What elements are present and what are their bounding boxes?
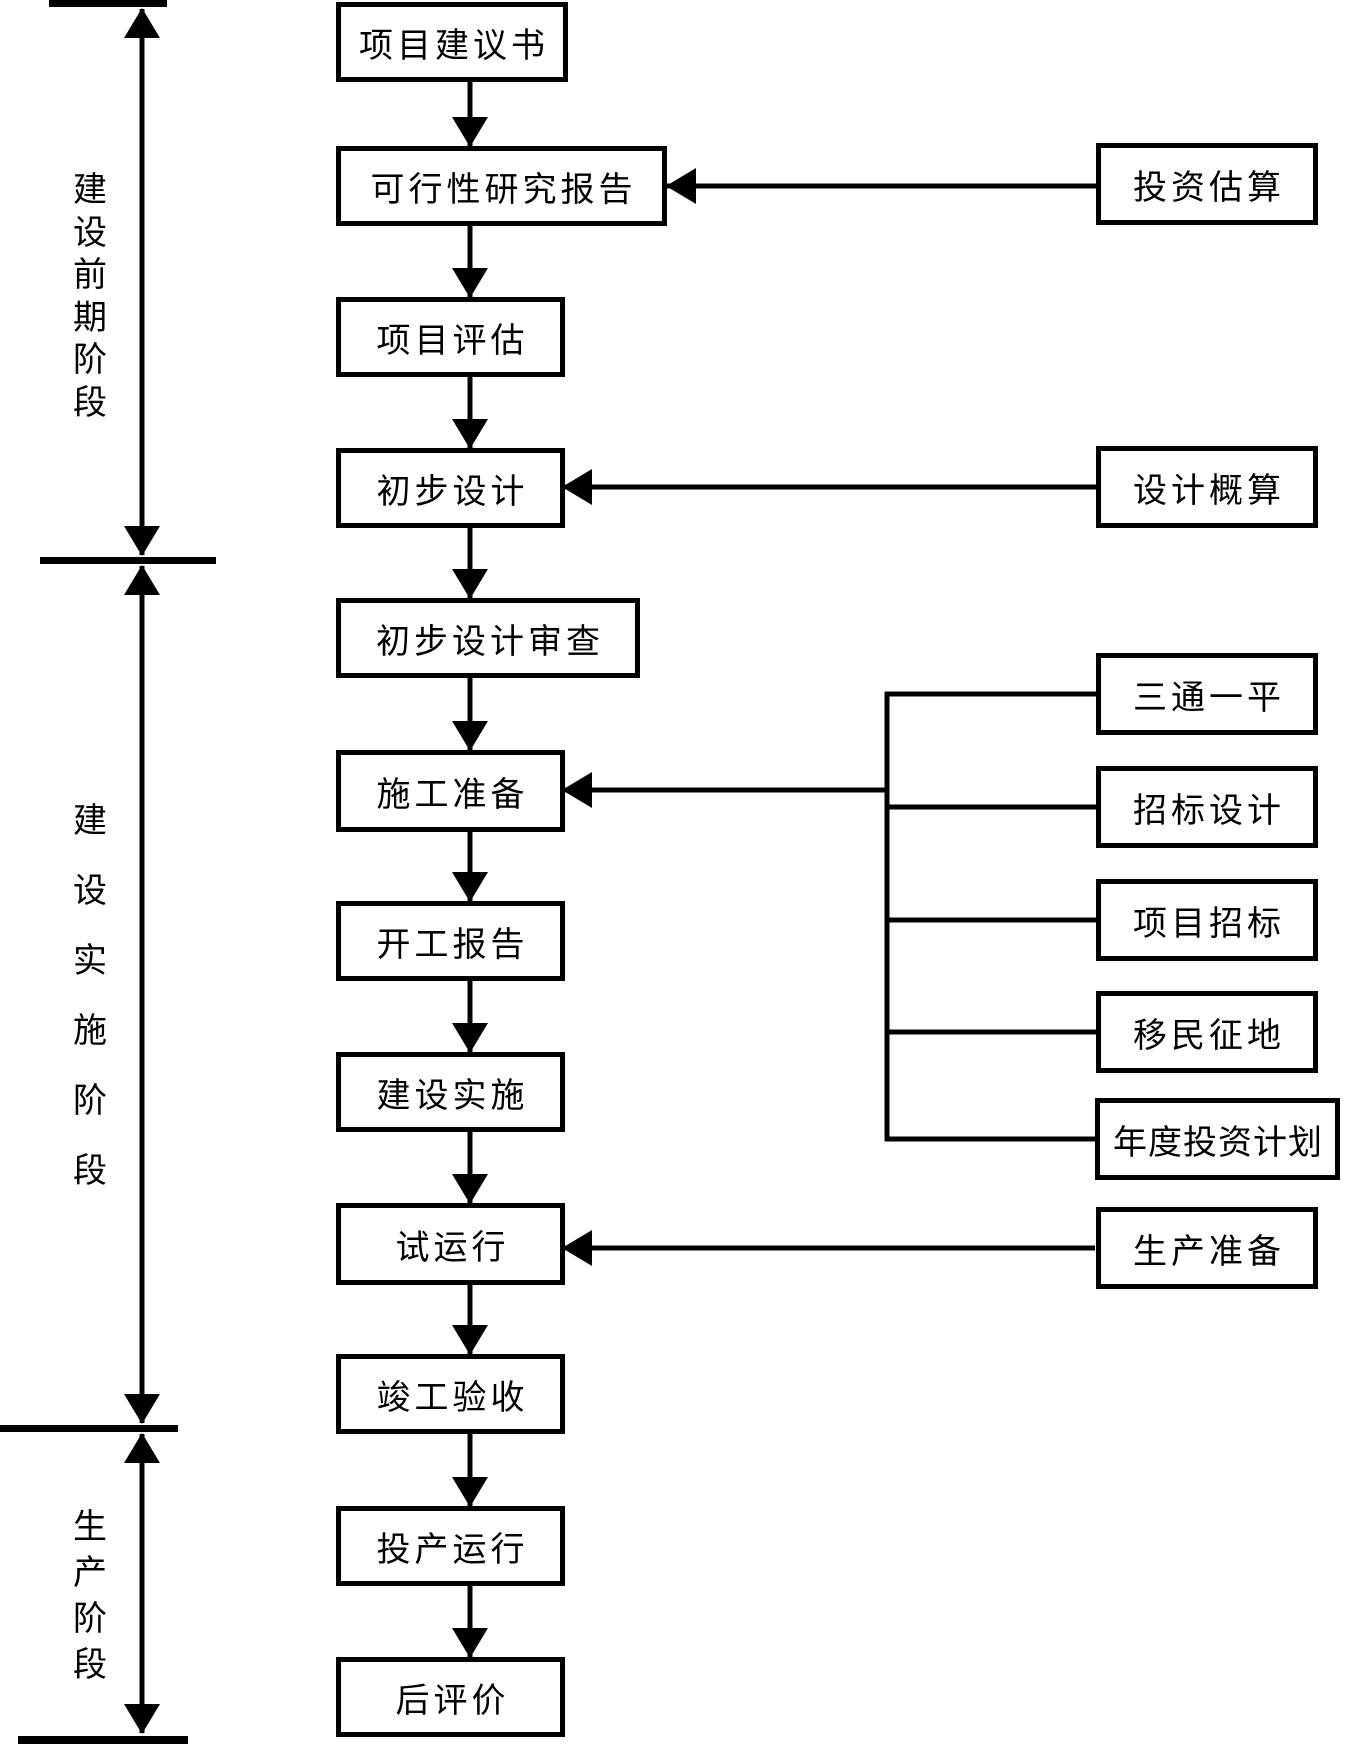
flow-node-trial-operation: 试运行 (336, 1203, 565, 1285)
phase-divider-bar-2 (0, 1425, 178, 1432)
phase-top-bar (49, 0, 167, 7)
phase-bottom-bar (18, 1736, 188, 1744)
phase-label-implementation: 建设实施阶段 (73, 803, 107, 1190)
flow-node-project-proposal: 项目建议书 (336, 2, 568, 82)
flow-node-post-evaluation: 后评价 (336, 1657, 565, 1737)
flow-node-preliminary-design-review: 初步设计审查 (336, 598, 640, 678)
flow-node-construction-preparation: 施工准备 (336, 750, 565, 832)
phase-label-pre-construction: 建设前期阶段 (73, 172, 107, 422)
input-node-annual-investment-plan: 年度投资计划 (1095, 1098, 1340, 1180)
flow-node-preliminary-design: 初步设计 (336, 448, 565, 528)
input-node-resettlement-land-acquisition: 移民征地 (1096, 991, 1318, 1073)
flow-node-construction-implementation: 建设实施 (336, 1052, 565, 1132)
input-node-investment-estimate: 投资估算 (1096, 143, 1318, 225)
flow-node-feasibility-study-report: 可行性研究报告 (336, 146, 667, 226)
input-node-three-supplies-one-leveling: 三通一平 (1096, 653, 1318, 735)
flow-node-production-operation: 投产运行 (336, 1506, 565, 1586)
flow-node-commencement-report: 开工报告 (336, 901, 565, 981)
input-node-design-budget-estimate: 设计概算 (1096, 446, 1318, 528)
input-node-production-preparation: 生产准备 (1096, 1207, 1318, 1289)
input-node-tender-design: 招标设计 (1096, 766, 1318, 848)
flow-node-project-evaluation: 项目评估 (336, 297, 565, 377)
phase-divider-bar-1 (40, 557, 216, 564)
input-node-project-tendering: 项目招标 (1096, 879, 1318, 961)
phase-label-production: 生产阶段 (73, 1509, 107, 1684)
flow-node-completion-acceptance: 竣工验收 (336, 1354, 565, 1434)
